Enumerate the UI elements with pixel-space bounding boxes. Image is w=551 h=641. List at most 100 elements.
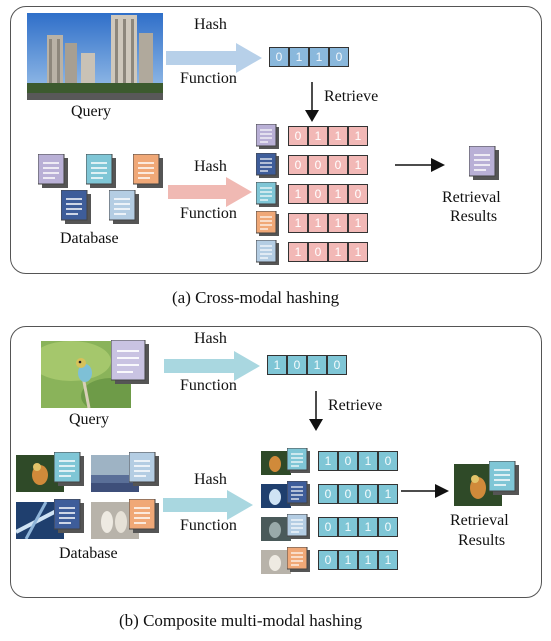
document-icon xyxy=(256,182,280,208)
document-icon xyxy=(287,481,311,507)
results-label: Retrieval xyxy=(442,189,501,206)
document-icon xyxy=(38,154,70,190)
code-bit: 0 xyxy=(338,451,358,471)
photo-icon xyxy=(261,517,291,541)
hash-label: Hash xyxy=(194,330,227,347)
document-icon xyxy=(489,461,521,497)
code-bit: 1 xyxy=(328,126,348,146)
document-icon xyxy=(129,499,161,535)
code-bit: 1 xyxy=(288,213,308,233)
code-bit: 1 xyxy=(318,451,338,471)
code-bit: 0 xyxy=(318,517,338,537)
code-bit: 1 xyxy=(328,184,348,204)
document-icon xyxy=(54,499,86,535)
query-hash-code: 1 0 1 0 xyxy=(267,355,347,375)
city-photo-icon xyxy=(27,13,163,100)
code-bit: 1 xyxy=(348,242,368,262)
right-arrow-icon xyxy=(395,158,445,172)
document-icon xyxy=(287,514,311,540)
code-bit: 0 xyxy=(308,184,328,204)
photo-icon xyxy=(261,550,291,574)
code-bit: 0 xyxy=(329,47,349,67)
results-label: Results xyxy=(450,208,498,225)
fat-arrow-icon xyxy=(163,490,253,520)
down-arrow-icon xyxy=(305,82,319,122)
code-bit: 0 xyxy=(378,451,398,471)
document-icon xyxy=(54,452,86,488)
database-label: Database xyxy=(60,230,119,247)
document-icon xyxy=(111,340,151,386)
document-icon xyxy=(86,154,118,190)
function-label: Function xyxy=(180,70,237,87)
document-icon xyxy=(129,452,161,488)
right-arrow-icon xyxy=(401,484,449,498)
code-bit: 1 xyxy=(308,126,328,146)
query-label: Query xyxy=(69,411,109,428)
code-bit: 1 xyxy=(338,550,358,570)
code-bit: 1 xyxy=(378,484,398,504)
document-icon xyxy=(61,190,93,226)
code-bit: 1 xyxy=(358,517,378,537)
query-hash-code: 0 1 1 0 xyxy=(269,47,349,67)
hash-label: Hash xyxy=(194,471,227,488)
code-bit: 1 xyxy=(309,47,329,67)
code-bit: 0 xyxy=(308,155,328,175)
code-bit: 0 xyxy=(338,484,358,504)
results-label: Retrieval xyxy=(450,512,509,529)
code-bit: 1 xyxy=(378,550,398,570)
code-bit: 0 xyxy=(327,355,347,375)
function-label: Function xyxy=(180,377,237,394)
document-icon xyxy=(469,146,501,182)
code-bit: 0 xyxy=(288,155,308,175)
hash-label: Hash xyxy=(194,16,227,33)
code-bit: 1 xyxy=(267,355,287,375)
function-label: Function xyxy=(180,205,237,222)
function-label: Function xyxy=(180,517,237,534)
down-arrow-icon xyxy=(309,391,323,431)
code-bit: 1 xyxy=(328,213,348,233)
document-icon xyxy=(256,211,280,237)
code-bit: 0 xyxy=(308,242,328,262)
code-bit: 1 xyxy=(288,242,308,262)
code-bit: 0 xyxy=(318,550,338,570)
retrieve-label: Retrieve xyxy=(328,397,383,414)
code-bit: 1 xyxy=(289,47,309,67)
code-bit: 0 xyxy=(287,355,307,375)
caption-b: (b) Composite multi-modal hashing xyxy=(119,611,363,630)
code-bit: 0 xyxy=(269,47,289,67)
code-bit: 0 xyxy=(348,184,368,204)
document-icon xyxy=(256,240,280,266)
fat-arrow-icon xyxy=(164,351,260,381)
document-icon xyxy=(256,153,280,179)
code-bit: 0 xyxy=(318,484,338,504)
code-bit: 1 xyxy=(358,451,378,471)
fat-arrow-icon xyxy=(166,43,262,73)
code-bit: 1 xyxy=(348,213,368,233)
code-bit: 0 xyxy=(288,126,308,146)
caption-a: (a) Cross-modal hashing xyxy=(172,288,340,307)
hash-label: Hash xyxy=(194,158,227,175)
document-icon xyxy=(287,547,311,573)
code-bit: 1 xyxy=(338,517,358,537)
fat-arrow-icon xyxy=(168,177,252,207)
query-label: Query xyxy=(71,103,111,120)
code-bit: 1 xyxy=(307,355,327,375)
code-bit: 1 xyxy=(358,550,378,570)
code-bit: 0 xyxy=(358,484,378,504)
code-bit: 1 xyxy=(328,242,348,262)
code-bit: 0 xyxy=(328,155,348,175)
document-icon xyxy=(256,124,280,150)
document-icon xyxy=(287,448,311,474)
photo-icon xyxy=(261,484,291,508)
document-icon xyxy=(133,154,165,190)
photo-icon xyxy=(261,451,291,475)
code-bit: 1 xyxy=(348,126,368,146)
retrieve-label: Retrieve xyxy=(324,88,379,105)
